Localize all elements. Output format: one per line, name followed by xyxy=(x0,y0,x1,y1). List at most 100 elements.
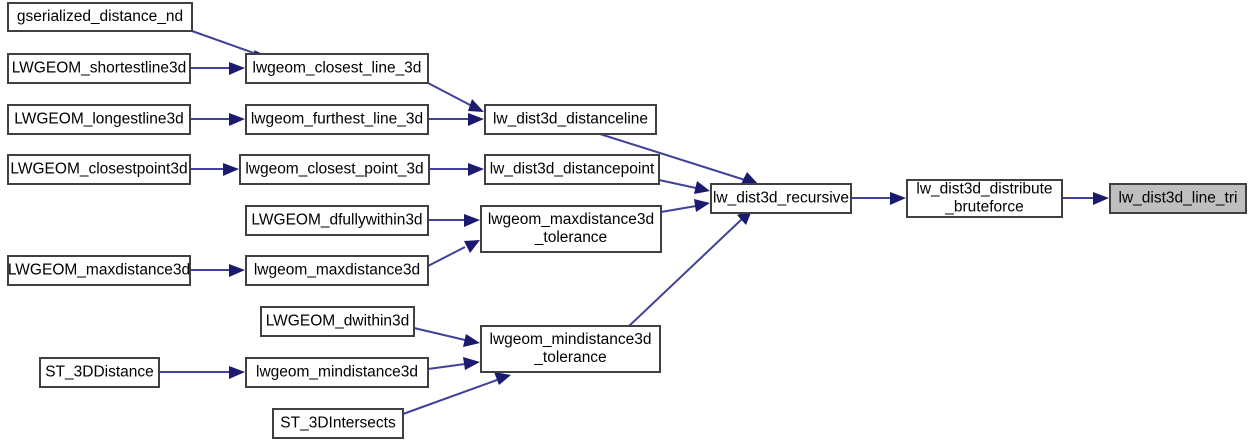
edge-line xyxy=(599,133,746,181)
node-lwgeom_furthest_line_3d[interactable]: lwgeom_furthest_line_3d xyxy=(245,104,429,135)
edge-ST_3DIntersects-to-lwgeom_mindistance3d_tolerance xyxy=(402,372,511,415)
node-lwgeom_maxdistance3d_tolerance[interactable]: lwgeom_maxdistance3d_tolerance xyxy=(480,205,662,253)
node-lw_dist3d_line_tri[interactable]: lw_dist3d_line_tri xyxy=(1109,183,1247,214)
node-label: lwgeom_maxdistance3d xyxy=(254,262,420,279)
node-label: lw_dist3d_recursive xyxy=(713,190,849,207)
node-lw_dist3d_recursive[interactable]: lw_dist3d_recursive xyxy=(710,183,852,214)
node-box[interactable] xyxy=(484,104,657,135)
arrowhead-icon xyxy=(229,113,245,126)
node-LWGEOM_longestline3d[interactable]: LWGEOM_longestline3d xyxy=(7,104,191,135)
node-LWGEOM_closestpoint3d[interactable]: LWGEOM_closestpoint3d xyxy=(7,154,191,185)
node-label: gserialized_distance_nd xyxy=(17,8,183,25)
node-label: ST_3DIntersects xyxy=(280,415,396,432)
arrowhead-icon xyxy=(463,357,480,370)
node-label: LWGEOM_dfullywithin3d xyxy=(251,212,422,229)
node-label: _tolerance xyxy=(533,349,606,366)
node-ST_3DDistance[interactable]: ST_3DDistance xyxy=(39,357,160,388)
node-label: LWGEOM_closestpoint3d xyxy=(10,161,187,178)
node-lw_dist3d_distancepoint[interactable]: lw_dist3d_distancepoint xyxy=(484,154,660,185)
edge-ST_3DDistance-to-lwgeom_mindistance3d xyxy=(159,366,245,379)
arrowhead-icon xyxy=(223,163,239,176)
node-label: lwgeom_closest_point_3d xyxy=(245,161,423,178)
arrowhead-icon xyxy=(741,172,759,185)
node-box[interactable] xyxy=(245,104,429,135)
node-LWGEOM_dfullywithin3d[interactable]: LWGEOM_dfullywithin3d xyxy=(245,205,429,236)
arrowhead-icon xyxy=(494,372,511,385)
node-box[interactable] xyxy=(906,179,1063,218)
edge-line xyxy=(413,327,466,341)
node-label: ST_3DDistance xyxy=(45,364,154,381)
edge-lwgeom_closest_point_3d-to-lw_dist3d_distancepoint xyxy=(429,163,484,176)
edge-lwgeom_maxdistance3d_tolerance-to-lw_dist3d_recursive xyxy=(660,199,710,213)
edge-line xyxy=(402,379,498,415)
node-label: lwgeom_closest_line_3d xyxy=(253,60,422,77)
arrowhead-icon xyxy=(468,163,484,176)
node-label: lwgeom_mindistance3d xyxy=(256,364,418,381)
node-box[interactable] xyxy=(7,104,191,135)
node-box[interactable] xyxy=(39,357,160,388)
node-box[interactable] xyxy=(272,408,404,439)
node-box[interactable] xyxy=(245,255,429,286)
node-box[interactable] xyxy=(484,154,660,185)
arrowhead-icon xyxy=(229,62,245,75)
edge-lw_dist3d_distribute_bruteforce-to-lw_dist3d_line_tri xyxy=(1062,192,1109,205)
node-box[interactable] xyxy=(245,205,429,236)
node-label: LWGEOM_maxdistance3d xyxy=(8,262,190,279)
node-lwgeom_maxdistance3d[interactable]: lwgeom_maxdistance3d xyxy=(245,255,429,286)
node-box[interactable] xyxy=(7,53,191,84)
arrowhead-icon xyxy=(694,199,710,212)
node-label: _tolerance xyxy=(534,229,607,246)
node-lw_dist3d_distanceline[interactable]: lw_dist3d_distanceline xyxy=(484,104,657,135)
node-box[interactable] xyxy=(7,2,193,32)
edge-line xyxy=(658,179,697,189)
node-gserialized_distance_nd[interactable]: gserialized_distance_nd xyxy=(7,2,193,32)
node-lwgeom_mindistance3d[interactable]: lwgeom_mindistance3d xyxy=(245,357,429,388)
node-label: lwgeom_mindistance3d xyxy=(490,331,652,348)
node-box[interactable] xyxy=(7,255,191,286)
edge-lw_dist3d_distanceline-to-lw_dist3d_recursive xyxy=(599,133,759,185)
node-box[interactable] xyxy=(1109,183,1247,214)
node-box[interactable] xyxy=(260,306,415,337)
node-lwgeom_closest_point_3d[interactable]: lwgeom_closest_point_3d xyxy=(239,154,430,185)
node-label: LWGEOM_longestline3d xyxy=(14,111,183,128)
node-box[interactable] xyxy=(239,154,430,185)
node-box[interactable] xyxy=(7,154,191,185)
edge-lwgeom_closest_line_3d-to-lw_dist3d_distanceline xyxy=(427,82,484,112)
arrowhead-icon xyxy=(468,99,484,112)
edge-lwgeom_mindistance3d-to-lwgeom_mindistance3d_tolerance xyxy=(427,357,480,370)
node-box[interactable] xyxy=(480,325,661,373)
node-lw_dist3d_distribute_bruteforce[interactable]: lw_dist3d_distribute_bruteforce xyxy=(906,179,1063,218)
edge-lwgeom_maxdistance3d-to-lwgeom_maxdistance3d_tolerance xyxy=(427,240,480,267)
edge-LWGEOM_closestpoint3d-to-lwgeom_closest_point_3d xyxy=(190,163,239,176)
node-box[interactable] xyxy=(710,183,852,214)
edge-LWGEOM_shortestline3d-to-lwgeom_closest_line_3d xyxy=(190,62,245,75)
edge-LWGEOM_longestline3d-to-lwgeom_furthest_line_3d xyxy=(190,113,245,126)
arrowhead-icon xyxy=(464,240,480,253)
node-LWGEOM_shortestline3d[interactable]: LWGEOM_shortestline3d xyxy=(7,53,191,84)
arrowhead-icon xyxy=(229,366,245,379)
node-label: lw_dist3d_distribute xyxy=(916,181,1052,198)
node-label: lw_dist3d_line_tri xyxy=(1119,190,1238,207)
node-LWGEOM_maxdistance3d[interactable]: LWGEOM_maxdistance3d xyxy=(7,255,191,286)
node-LWGEOM_dwithin3d[interactable]: LWGEOM_dwithin3d xyxy=(260,306,415,337)
edge-LWGEOM_maxdistance3d-to-lwgeom_maxdistance3d xyxy=(190,264,245,277)
arrowhead-icon xyxy=(463,334,480,347)
node-label: lwgeom_maxdistance3d xyxy=(488,211,654,228)
edge-line xyxy=(427,363,466,370)
node-lwgeom_mindistance3d_tolerance[interactable]: lwgeom_mindistance3d_tolerance xyxy=(480,325,661,373)
edge-lw_dist3d_recursive-to-lw_dist3d_distribute_bruteforce xyxy=(851,192,906,205)
node-label: LWGEOM_dwithin3d xyxy=(266,313,410,330)
node-label: lw_dist3d_distanceline xyxy=(493,111,648,128)
edge-lw_dist3d_distancepoint-to-lw_dist3d_recursive xyxy=(658,179,710,194)
node-box[interactable] xyxy=(245,53,429,84)
edge-lwgeom_furthest_line_3d-to-lw_dist3d_distanceline xyxy=(428,113,484,126)
node-ST_3DIntersects[interactable]: ST_3DIntersects xyxy=(272,408,404,439)
node-label: LWGEOM_shortestline3d xyxy=(12,60,187,77)
node-box[interactable] xyxy=(480,205,662,253)
node-lwgeom_closest_line_3d[interactable]: lwgeom_closest_line_3d xyxy=(245,53,429,84)
node-box[interactable] xyxy=(245,357,429,388)
arrowhead-icon xyxy=(464,214,480,227)
arrowhead-icon xyxy=(1093,192,1109,205)
